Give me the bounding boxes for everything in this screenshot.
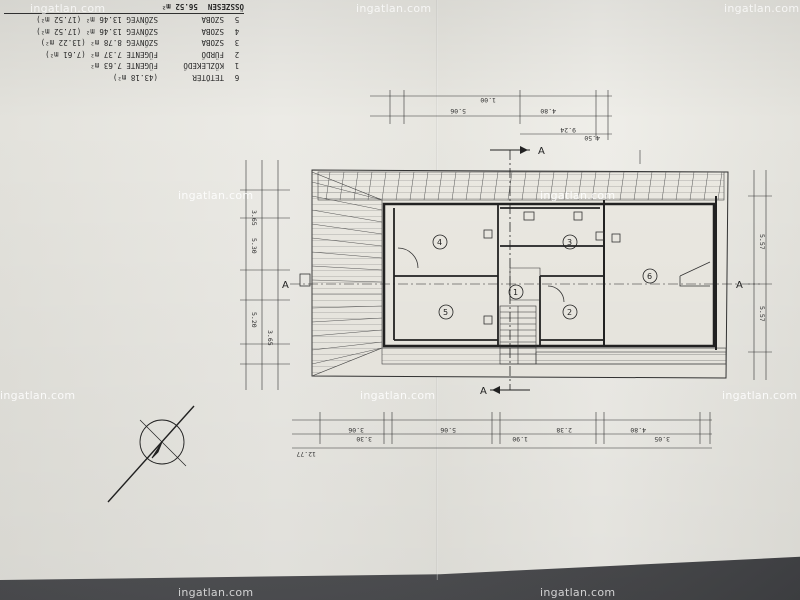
dimension-label: 2.38 [556, 426, 572, 434]
section-label: A [282, 280, 289, 291]
watermark-text: ingatlan.com [724, 2, 800, 15]
fixtures [299, 211, 711, 325]
dimension-label: 5.57 [758, 306, 766, 322]
dimension-label: 5.20 [250, 312, 258, 328]
section-label: A [736, 280, 743, 291]
room-number: 1 [513, 288, 518, 297]
watermark-text: ingatlan.com [30, 2, 106, 15]
roof-outline [311, 169, 729, 379]
dimension-label: 3.30 [356, 435, 372, 443]
watermark-text: ingatlan.com [178, 586, 254, 599]
room-number: 4 [437, 238, 442, 247]
room-circle [508, 284, 524, 300]
room-number: 2 [567, 308, 572, 317]
dimension-label: 1.90 [512, 435, 528, 443]
dimension-label: 5.30 [250, 238, 258, 254]
section-label: A [480, 386, 487, 397]
dimension-lines-right: 5.57 5.57 [748, 170, 772, 380]
room-circle [562, 304, 578, 320]
room-labels: 4 3 5 2 1 6 [432, 234, 658, 320]
dimension-lines-bottom: 3.06 3.30 5.06 1.90 2.38 4.80 3.05 12.77 [292, 412, 712, 458]
dimension-label: 5.57 [758, 234, 766, 250]
dimension-label: 4.80 [540, 107, 556, 115]
room-circle [562, 234, 578, 250]
dimension-label: 5.06 [450, 107, 466, 115]
dimension-label: 1.00 [480, 96, 496, 104]
dimension-label: 3.65 [250, 210, 258, 226]
watermark-text: ingatlan.com [540, 586, 616, 599]
north-arrow-icon [107, 405, 195, 503]
room-number: 5 [443, 308, 448, 317]
watermark-text: ingatlan.com [540, 189, 616, 202]
room-number: 3 [567, 238, 572, 247]
section-label: A [538, 146, 545, 157]
watermark-text: ingatlan.com [178, 189, 254, 202]
watermark-text: ingatlan.com [722, 389, 798, 402]
watermark-text: ingatlan.com [356, 2, 432, 15]
dimension-lines-left: 3.65 5.30 5.20 3.65 [240, 160, 290, 390]
room-circle [432, 234, 448, 250]
section-marks: A A A A [282, 146, 760, 397]
exterior-walls [382, 196, 717, 350]
room-number: 6 [647, 272, 652, 281]
room-circle [642, 268, 658, 284]
dimension-label: 4.80 [630, 426, 646, 434]
dimension-lines-top: 5.06 4.80 1.00 9.24 4.50 [370, 90, 641, 164]
watermark-text: ingatlan.com [360, 389, 436, 402]
dimension-label: 4.50 [584, 134, 600, 142]
dimension-label: 12.77 [296, 450, 316, 458]
dimension-label: 3.65 [266, 330, 274, 346]
dimension-label: 3.06 [348, 426, 364, 434]
dimension-label: 9.24 [560, 126, 576, 134]
dimension-label: 3.05 [654, 435, 670, 443]
room-circle [438, 304, 454, 320]
watermark-text: ingatlan.com [0, 389, 76, 402]
dimension-label: 5.06 [440, 426, 456, 434]
